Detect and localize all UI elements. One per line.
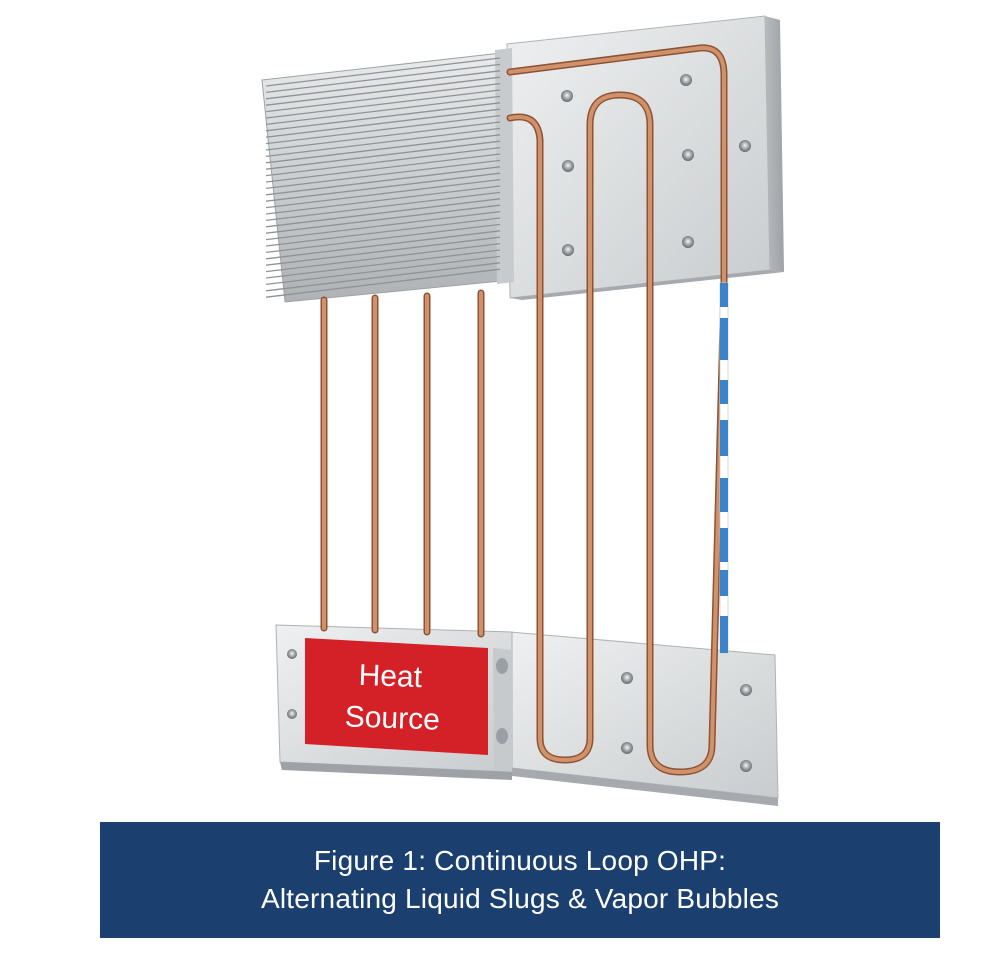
fin-line [265, 217, 501, 247]
fin-line [265, 166, 501, 196]
liquid-slug [720, 380, 728, 404]
fin-line [265, 172, 501, 202]
fin-line [265, 153, 501, 183]
condenser-plate [506, 15, 784, 300]
copper-tube-loop [320, 44, 728, 776]
fin-line [265, 89, 501, 119]
heat-sink-fins [261, 48, 514, 303]
fin-line [265, 262, 501, 292]
fin-line [265, 146, 501, 177]
liquid-slug [720, 570, 728, 596]
liquid-slug [720, 318, 728, 360]
fin-line [265, 191, 501, 222]
caption-line-1: Figure 1: Continuous Loop OHP: [313, 845, 727, 876]
fin-line [265, 76, 501, 106]
liquid-slug [720, 420, 728, 456]
fin-line [265, 210, 501, 241]
figure-caption: Figure 1: Continuous Loop OHP: Alternati… [100, 822, 940, 938]
heat-source-line1: Heat [358, 659, 423, 694]
fin-line [265, 127, 501, 158]
fin-line [265, 204, 501, 234]
fin-line [265, 82, 501, 113]
heat-source-line2: Source [344, 700, 440, 736]
fin-line [265, 223, 501, 254]
fin-line [265, 185, 501, 215]
fin-line [265, 236, 501, 266]
mounting-holes [287, 74, 752, 772]
fin-line [265, 114, 501, 145]
fin-line [265, 178, 501, 209]
fin-line [265, 95, 501, 126]
liquid-slug [720, 478, 728, 512]
slug-bubble-segment [719, 282, 729, 654]
fin-line [265, 57, 501, 87]
fin-line [265, 108, 501, 138]
fin-line [265, 268, 501, 298]
fin-line [265, 140, 501, 170]
ohp-illustration: Heat Source [261, 15, 784, 806]
fin-line [265, 121, 501, 151]
liquid-slug [720, 528, 728, 562]
fin-line [265, 255, 501, 286]
fin-line [265, 230, 501, 260]
fin-line [265, 134, 501, 164]
liquid-slug [720, 283, 728, 307]
caption-line-2: Alternating Liquid Slugs & Vapor Bubbles [260, 883, 780, 914]
fin-line [265, 159, 501, 190]
heat-source: Heat Source [305, 638, 488, 755]
fin-line [265, 198, 501, 228]
fin-line [265, 70, 501, 100]
liquid-slug [720, 616, 728, 653]
fin-line [265, 102, 501, 132]
fin-line [265, 63, 501, 94]
fin-line [265, 242, 501, 273]
fin-line [265, 249, 501, 279]
